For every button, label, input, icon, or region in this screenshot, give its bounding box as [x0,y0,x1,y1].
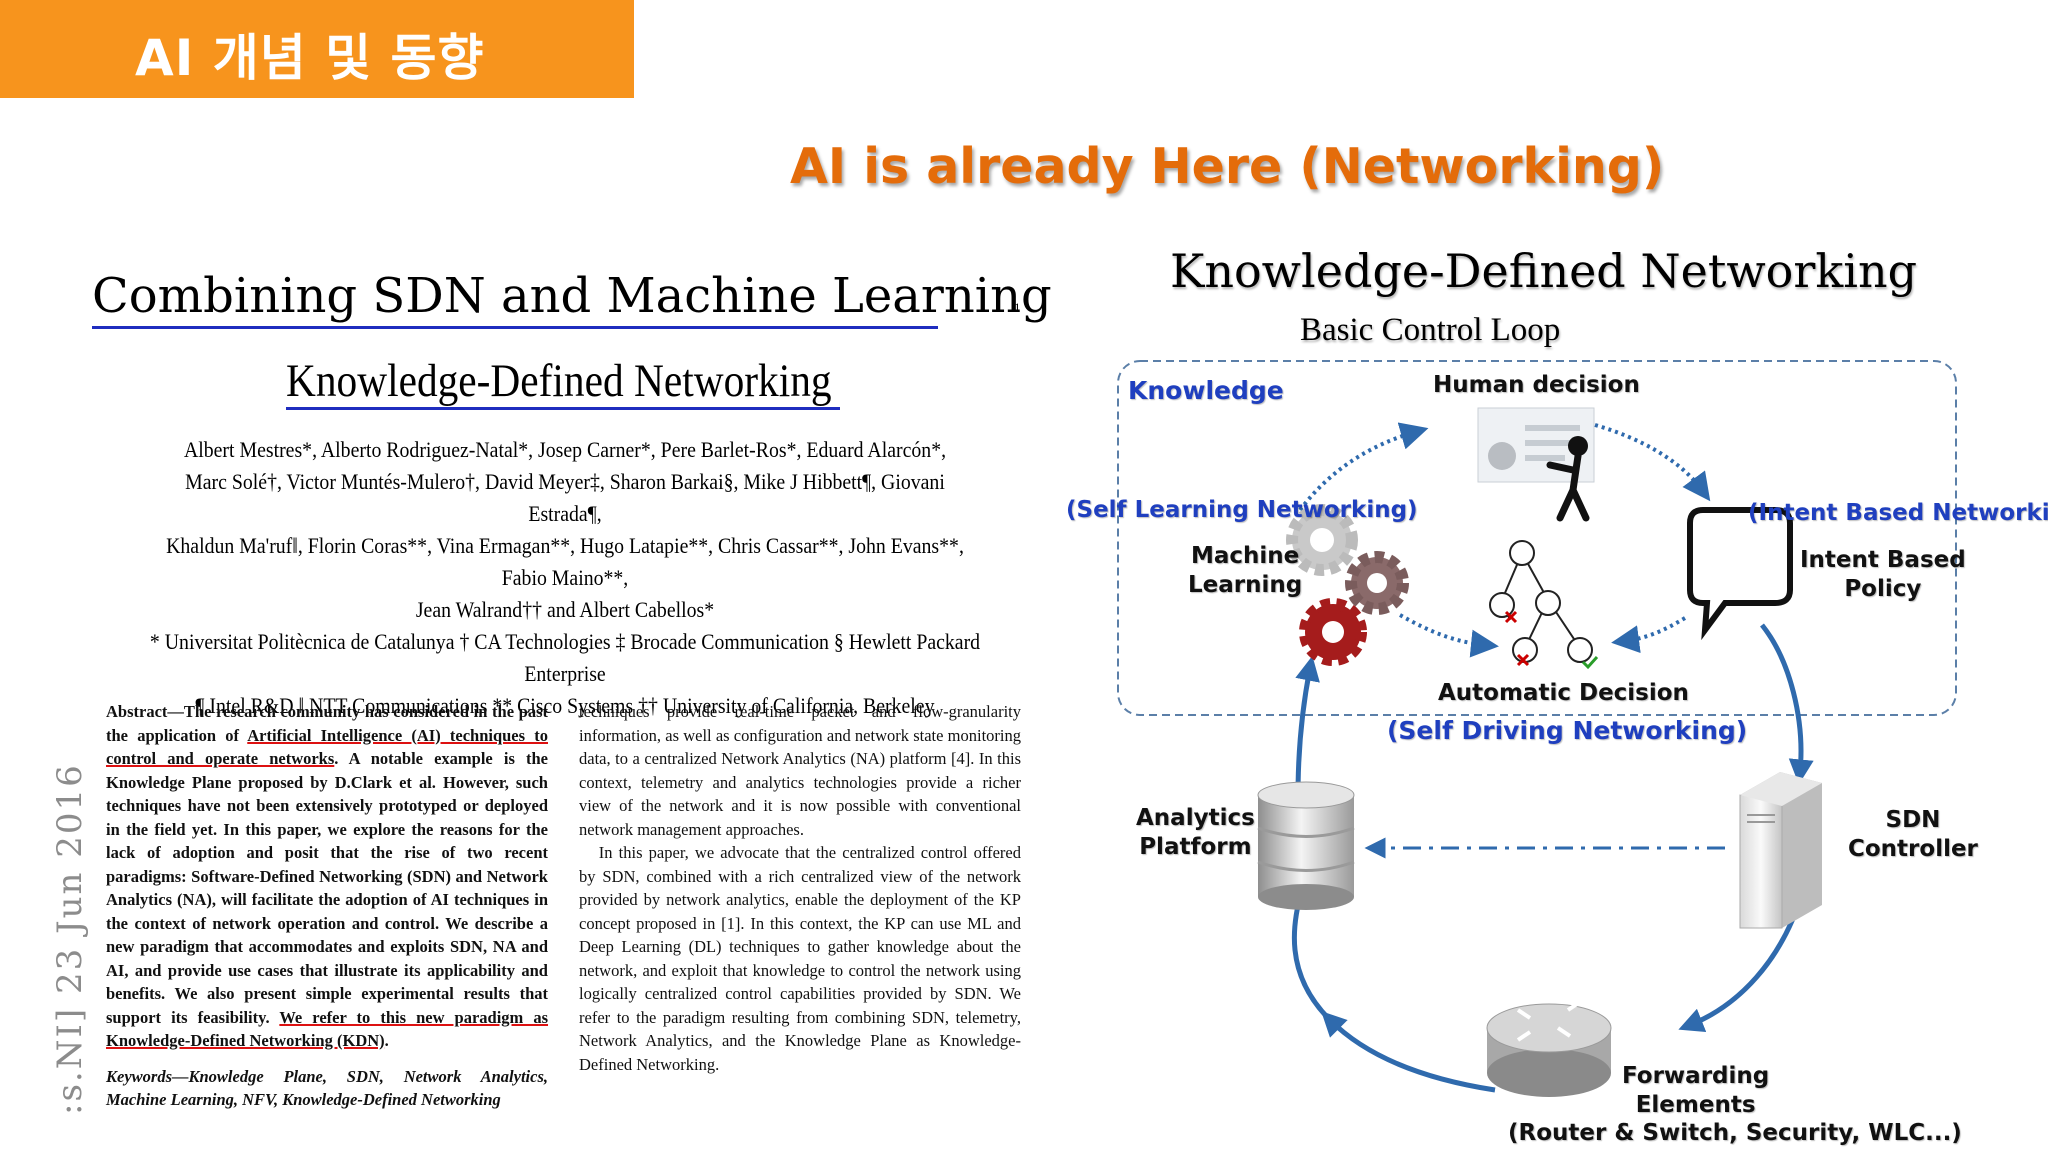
diagram-subtitle: Basic Control Loop [1300,312,1561,348]
dotted-arc-lower-right [1611,616,1687,654]
paper-abstract-column: Abstract—The research community has cons… [106,700,548,1112]
paper-title: Combining SDN and Machine Learning [92,268,1052,324]
author-line: Jean Walrand†† and Albert Cabellos* [415,597,715,622]
sdn-server-icon [1739,772,1822,929]
paper-keywords: Keywords—Knowledge Plane, SDN, Network A… [106,1066,548,1110]
intent-based-networking-label: (Intent Based Networking) [1748,500,2048,526]
paper-body-column: techniques provide real-time packet and … [579,700,1021,1076]
gears-icon [1286,504,1409,666]
dotted-arc-upper-left [1298,422,1429,512]
dotted-arc-lower-left [1399,613,1499,658]
author-line: Albert Mestres*, Alberto Rodriguez-Natal… [183,437,947,462]
paper-abstract: Abstract—The research community has cons… [106,702,549,1051]
affiliation-line: ¶ Intel R&D ‖ NTT Communications ** Cisc… [195,693,935,718]
paper-title-underline [92,326,938,329]
decision-tree-icon [1489,540,1599,670]
author-line: Marc Solé†, Victor Muntés-Mulero†, David… [185,469,945,526]
knowledge-label: Knowledge [1128,376,1284,405]
self-driving-networking-label: (Self Driving Networking) [1387,716,1748,745]
forwarding-examples-label: (Router & Switch, Security, WLC...) [1508,1120,1962,1146]
router-icon [1486,1000,1612,1097]
database-icon [1257,781,1355,910]
paper-page-number: 1 [1014,300,1021,315]
automatic-decision-label: Automatic Decision [1438,680,1689,706]
diagram-title: Knowledge-Defined Networking [1170,244,1918,298]
section-header-bar: AI 개념 및 동향 [0,0,634,98]
human-decision-label: Human decision [1433,372,1640,398]
section-header-title: AI 개념 및 동향 [135,29,485,87]
paper-authors: Albert Mestres*, Alberto Rodriguez-Natal… [147,434,984,722]
paper-paragraph: In this paper, we advocate that the cent… [579,843,1021,1074]
dotted-arc-upper-right [1594,423,1711,502]
intent-speech-bubble-icon [1687,507,1793,641]
loop-arc-right [1760,623,1814,785]
slide-title: AI is already Here (Networking) [790,138,1665,195]
highlight-underline: Artificial Intelligence (AI) techniques … [106,725,548,769]
affiliation-line: * Universitat Politècnica de Catalunya †… [149,629,981,686]
paper-paragraph: techniques provide real-time packet and … [579,702,1021,839]
highlight-underline: We refer to this new paradigm as Knowled… [106,1007,549,1051]
paper-subtitle-underline [286,407,840,410]
human-decision-icon [1477,407,1595,522]
paper-subtitle: Knowledge-Defined Networking [286,355,832,407]
author-line: Khaldun Ma'ruf‖, Florin Coras**, Vina Er… [166,533,964,590]
loop-arc-left-lower [1321,1011,1496,1093]
knowledge-plane-box [1117,360,1957,716]
self-learning-networking-label: (Self Learning Networking) [1066,497,1418,523]
